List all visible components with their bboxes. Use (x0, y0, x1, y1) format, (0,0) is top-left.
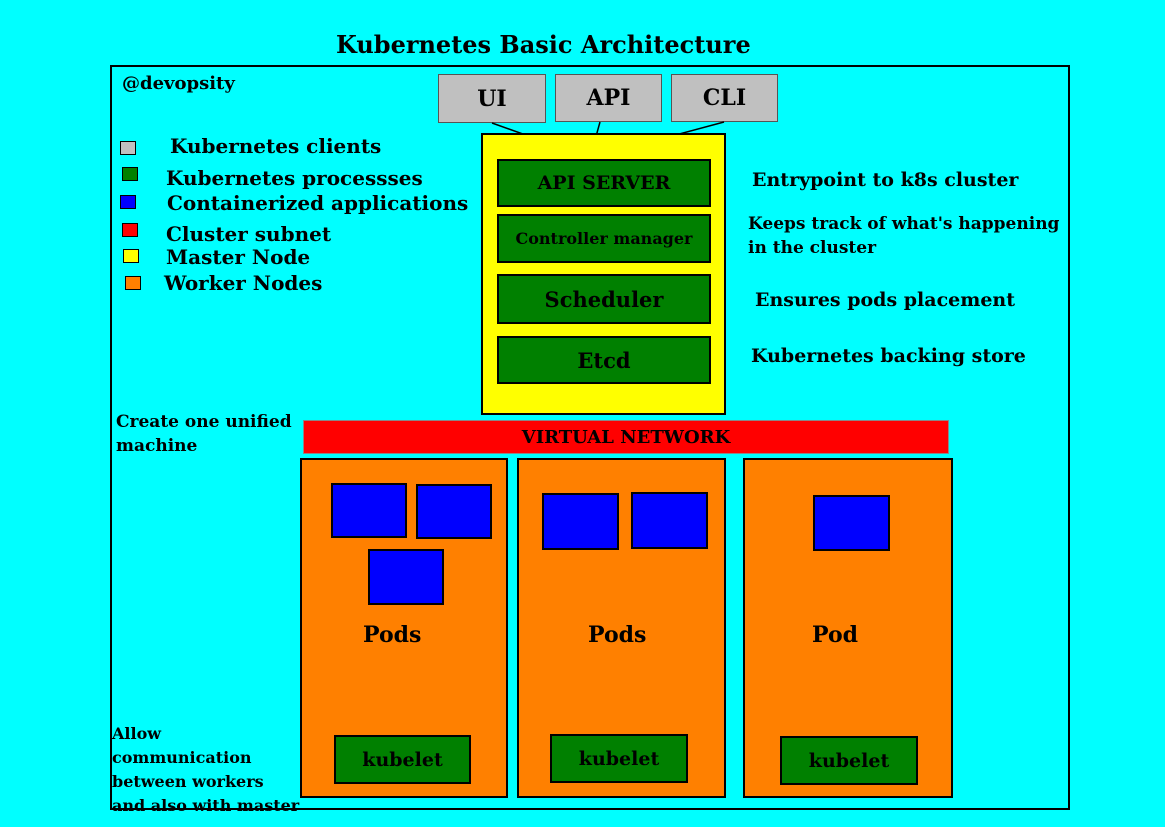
worker-2-kubelet: kubelet (550, 734, 688, 783)
legend-label-clients: Kubernetes clients (170, 134, 382, 158)
worker-3-kubelet: kubelet (780, 736, 918, 785)
legend-label-workers: Worker Nodes (164, 271, 323, 295)
scheduler-description: Ensures pods placement (755, 289, 1016, 311)
legend-swatch-clients (120, 141, 136, 155)
scheduler-box: Scheduler (497, 274, 711, 324)
client-api: API (555, 74, 662, 122)
worker-3-pod-label: Pod (812, 622, 859, 648)
etcd-description: Kubernetes backing store (751, 345, 1026, 367)
client-cli: CLI (671, 74, 778, 122)
diagram-frame (110, 65, 1070, 810)
controller-manager-box: Controller manager (497, 214, 711, 263)
container-block (368, 549, 444, 605)
container-block (542, 493, 619, 550)
container-block (331, 483, 407, 538)
kubelet-note: Allow communication between workers and … (112, 724, 300, 815)
diagram-title: Kubernetes Basic Architecture (336, 30, 751, 59)
worker-1-kubelet: kubelet (334, 735, 471, 784)
legend-swatch-processes (122, 167, 138, 181)
controller-manager-description: Keeps track of what's happening in the c… (748, 214, 1060, 258)
legend-swatch-subnet (122, 223, 138, 237)
legend-swatch-master (123, 249, 139, 263)
container-block (813, 495, 890, 551)
api-server-box: API SERVER (497, 159, 711, 207)
api-server-description: Entrypoint to k8s cluster (752, 169, 1019, 191)
worker-1-pods-label: Pods (363, 622, 422, 648)
virtual-network-bar: VIRTUAL NETWORK (303, 420, 949, 454)
legend-label-master: Master Node (166, 245, 311, 269)
container-block (631, 492, 708, 549)
legend-swatch-containers (120, 195, 136, 209)
legend-swatch-workers (125, 276, 141, 290)
worker-2-pods-label: Pods (588, 622, 647, 648)
container-block (416, 484, 492, 539)
legend-label-subnet: Cluster subnet (166, 222, 332, 246)
client-ui: UI (438, 74, 546, 123)
watermark: @devopsity (122, 73, 235, 94)
etcd-box: Etcd (497, 336, 711, 384)
legend-label-processes: Kubernetes processses (166, 166, 423, 190)
legend-label-containers: Containerized applications (167, 191, 469, 215)
network-note: Create one unified machine (116, 412, 292, 456)
